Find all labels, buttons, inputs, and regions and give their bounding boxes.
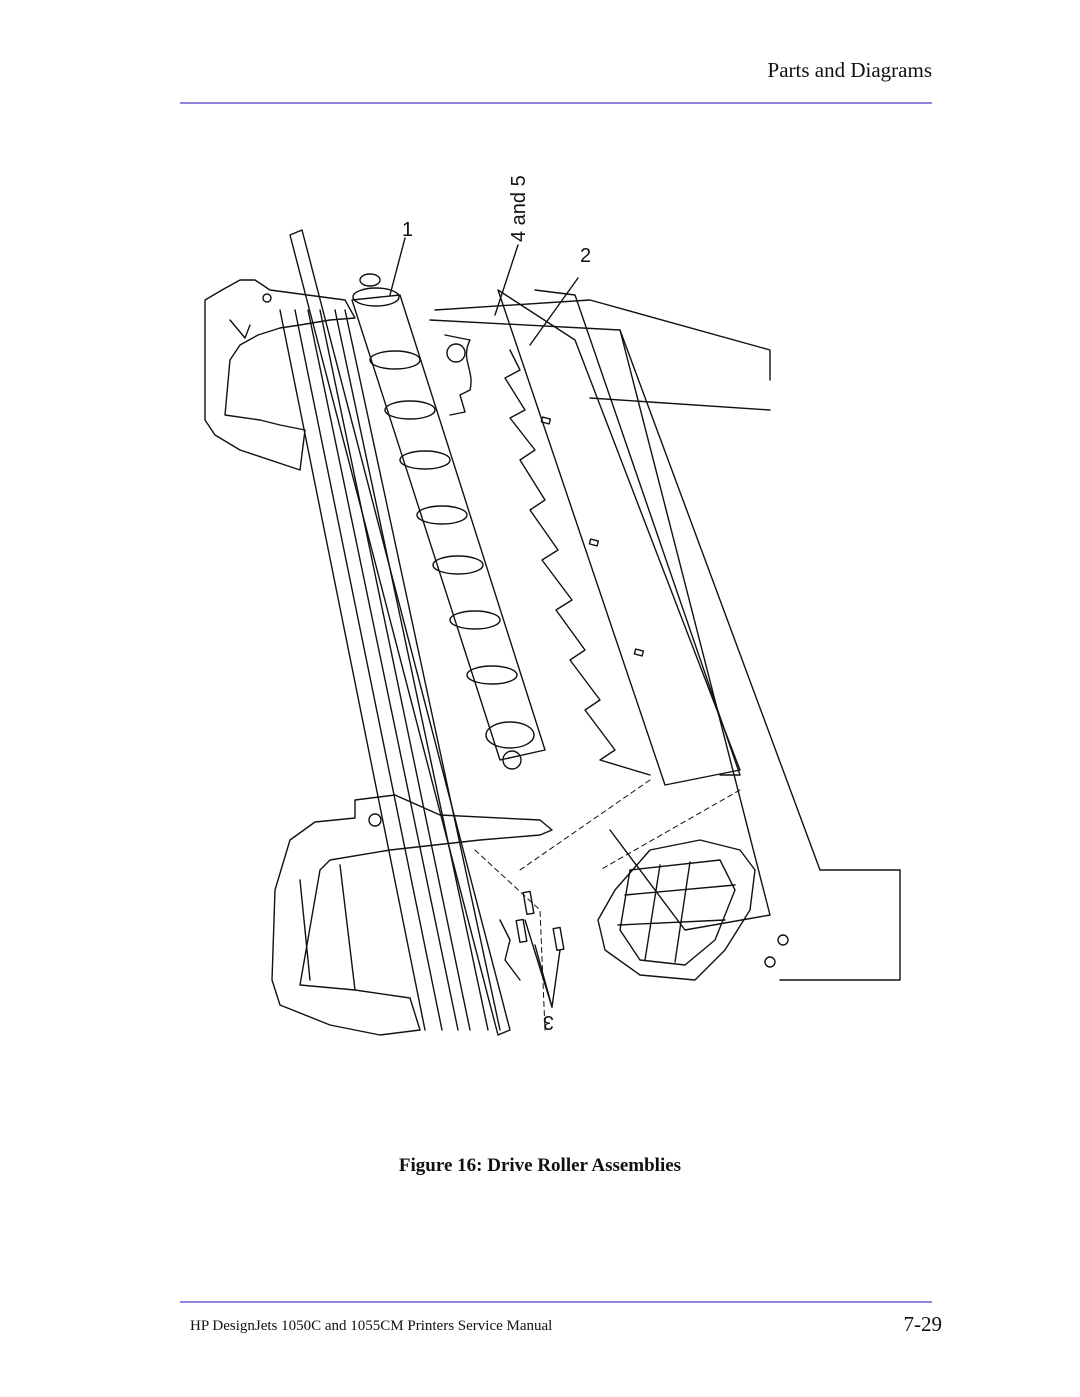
footer-divider — [180, 1301, 932, 1303]
screws — [499, 890, 565, 981]
top-left-bracket — [204, 279, 356, 471]
callout-label-3: 3 — [543, 1011, 554, 1033]
callout-label-2: 2 — [580, 245, 591, 267]
base-platform — [429, 299, 901, 981]
callout-leaders — [389, 237, 579, 1008]
pinch-plate — [497, 289, 741, 786]
drive-roller-diagram: 1 2 3 4 and 5 — [180, 150, 932, 1080]
section-header-title: Parts and Diagrams — [767, 58, 932, 82]
bottom-left-bracket — [271, 794, 553, 1036]
end-cap — [597, 839, 789, 981]
header-divider — [180, 102, 932, 104]
figure-caption: Figure 16: Drive Roller Assemblies — [398, 1155, 682, 1176]
drive-roller — [351, 273, 546, 770]
callout-label-1: 1 — [402, 219, 413, 241]
page-number: 7-29 — [903, 1312, 943, 1336]
footer-manual-title: HP DesignJets 1050C and 1055CM Printers … — [190, 1318, 553, 1334]
assembly-guides — [474, 779, 741, 1031]
callout-label-4-and-5: 4 and 5 — [508, 175, 530, 242]
